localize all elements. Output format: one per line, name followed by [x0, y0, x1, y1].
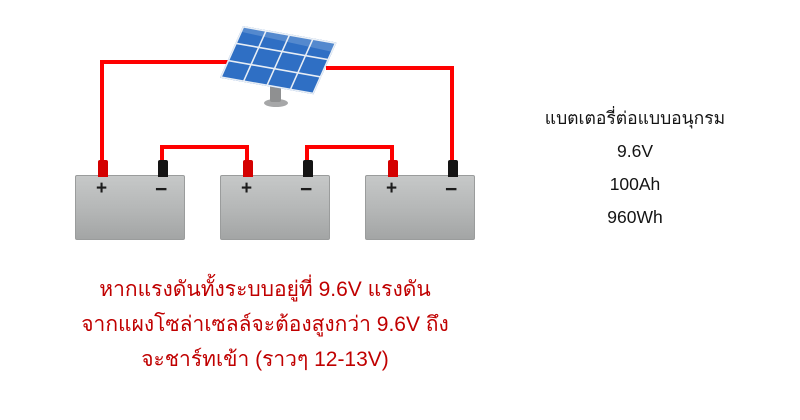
battery-1-positive-label: +: [96, 178, 108, 199]
battery-spec-panel: แบตเตอรี่ต่อแบบอนุกรม 9.6V 100Ah 960Wh: [505, 102, 765, 234]
wire-battery1-to-battery2: [160, 145, 249, 163]
wire-panel-to-battery3-negative: [326, 66, 454, 163]
battery-3-positive-label: +: [386, 178, 398, 199]
spec-line-capacity: 100Ah: [609, 174, 661, 194]
battery-2-positive-label: +: [241, 178, 253, 199]
solar-panel-icon: [219, 26, 337, 107]
spec-line-voltage: 9.6V: [617, 141, 653, 161]
battery-3-negative-label: −: [445, 178, 458, 201]
spec-line-energy: 960Wh: [607, 207, 663, 227]
solar-panel-grid: [219, 26, 337, 95]
wire-panel-to-battery1-positive: [100, 60, 248, 163]
caption-line-3: จะชาร์ทเข้า (ราวๆ 12-13V): [141, 348, 389, 371]
battery-3-negative-terminal: [448, 160, 458, 177]
battery-2: + −: [220, 160, 330, 240]
solar-panel-base: [264, 99, 288, 107]
battery-3-positive-terminal: [388, 160, 398, 177]
battery-2-negative-label: −: [300, 178, 313, 201]
battery-2-negative-terminal: [303, 160, 313, 177]
caption-line-1: หากแรงดันทั้งระบบอยู่ที่ 9.6V แรงดัน: [99, 278, 431, 301]
caption-line-2: จากแผงโซล่าเซลล์จะต้องสูงกว่า 9.6V ถึง: [81, 313, 449, 336]
wire-battery2-to-battery3: [305, 145, 394, 163]
spec-line-series-type: แบตเตอรี่ต่อแบบอนุกรม: [544, 108, 726, 128]
battery-2-positive-terminal: [243, 160, 253, 177]
battery-1-positive-terminal: [98, 160, 108, 177]
caption-text: หากแรงดันทั้งระบบอยู่ที่ 9.6V แรงดัน จาก…: [30, 272, 500, 377]
battery-1: + −: [75, 160, 185, 240]
solar-panel-glare: [240, 26, 337, 52]
battery-1-negative-label: −: [155, 178, 168, 201]
battery-3: + −: [365, 160, 475, 240]
battery-1-negative-terminal: [158, 160, 168, 177]
